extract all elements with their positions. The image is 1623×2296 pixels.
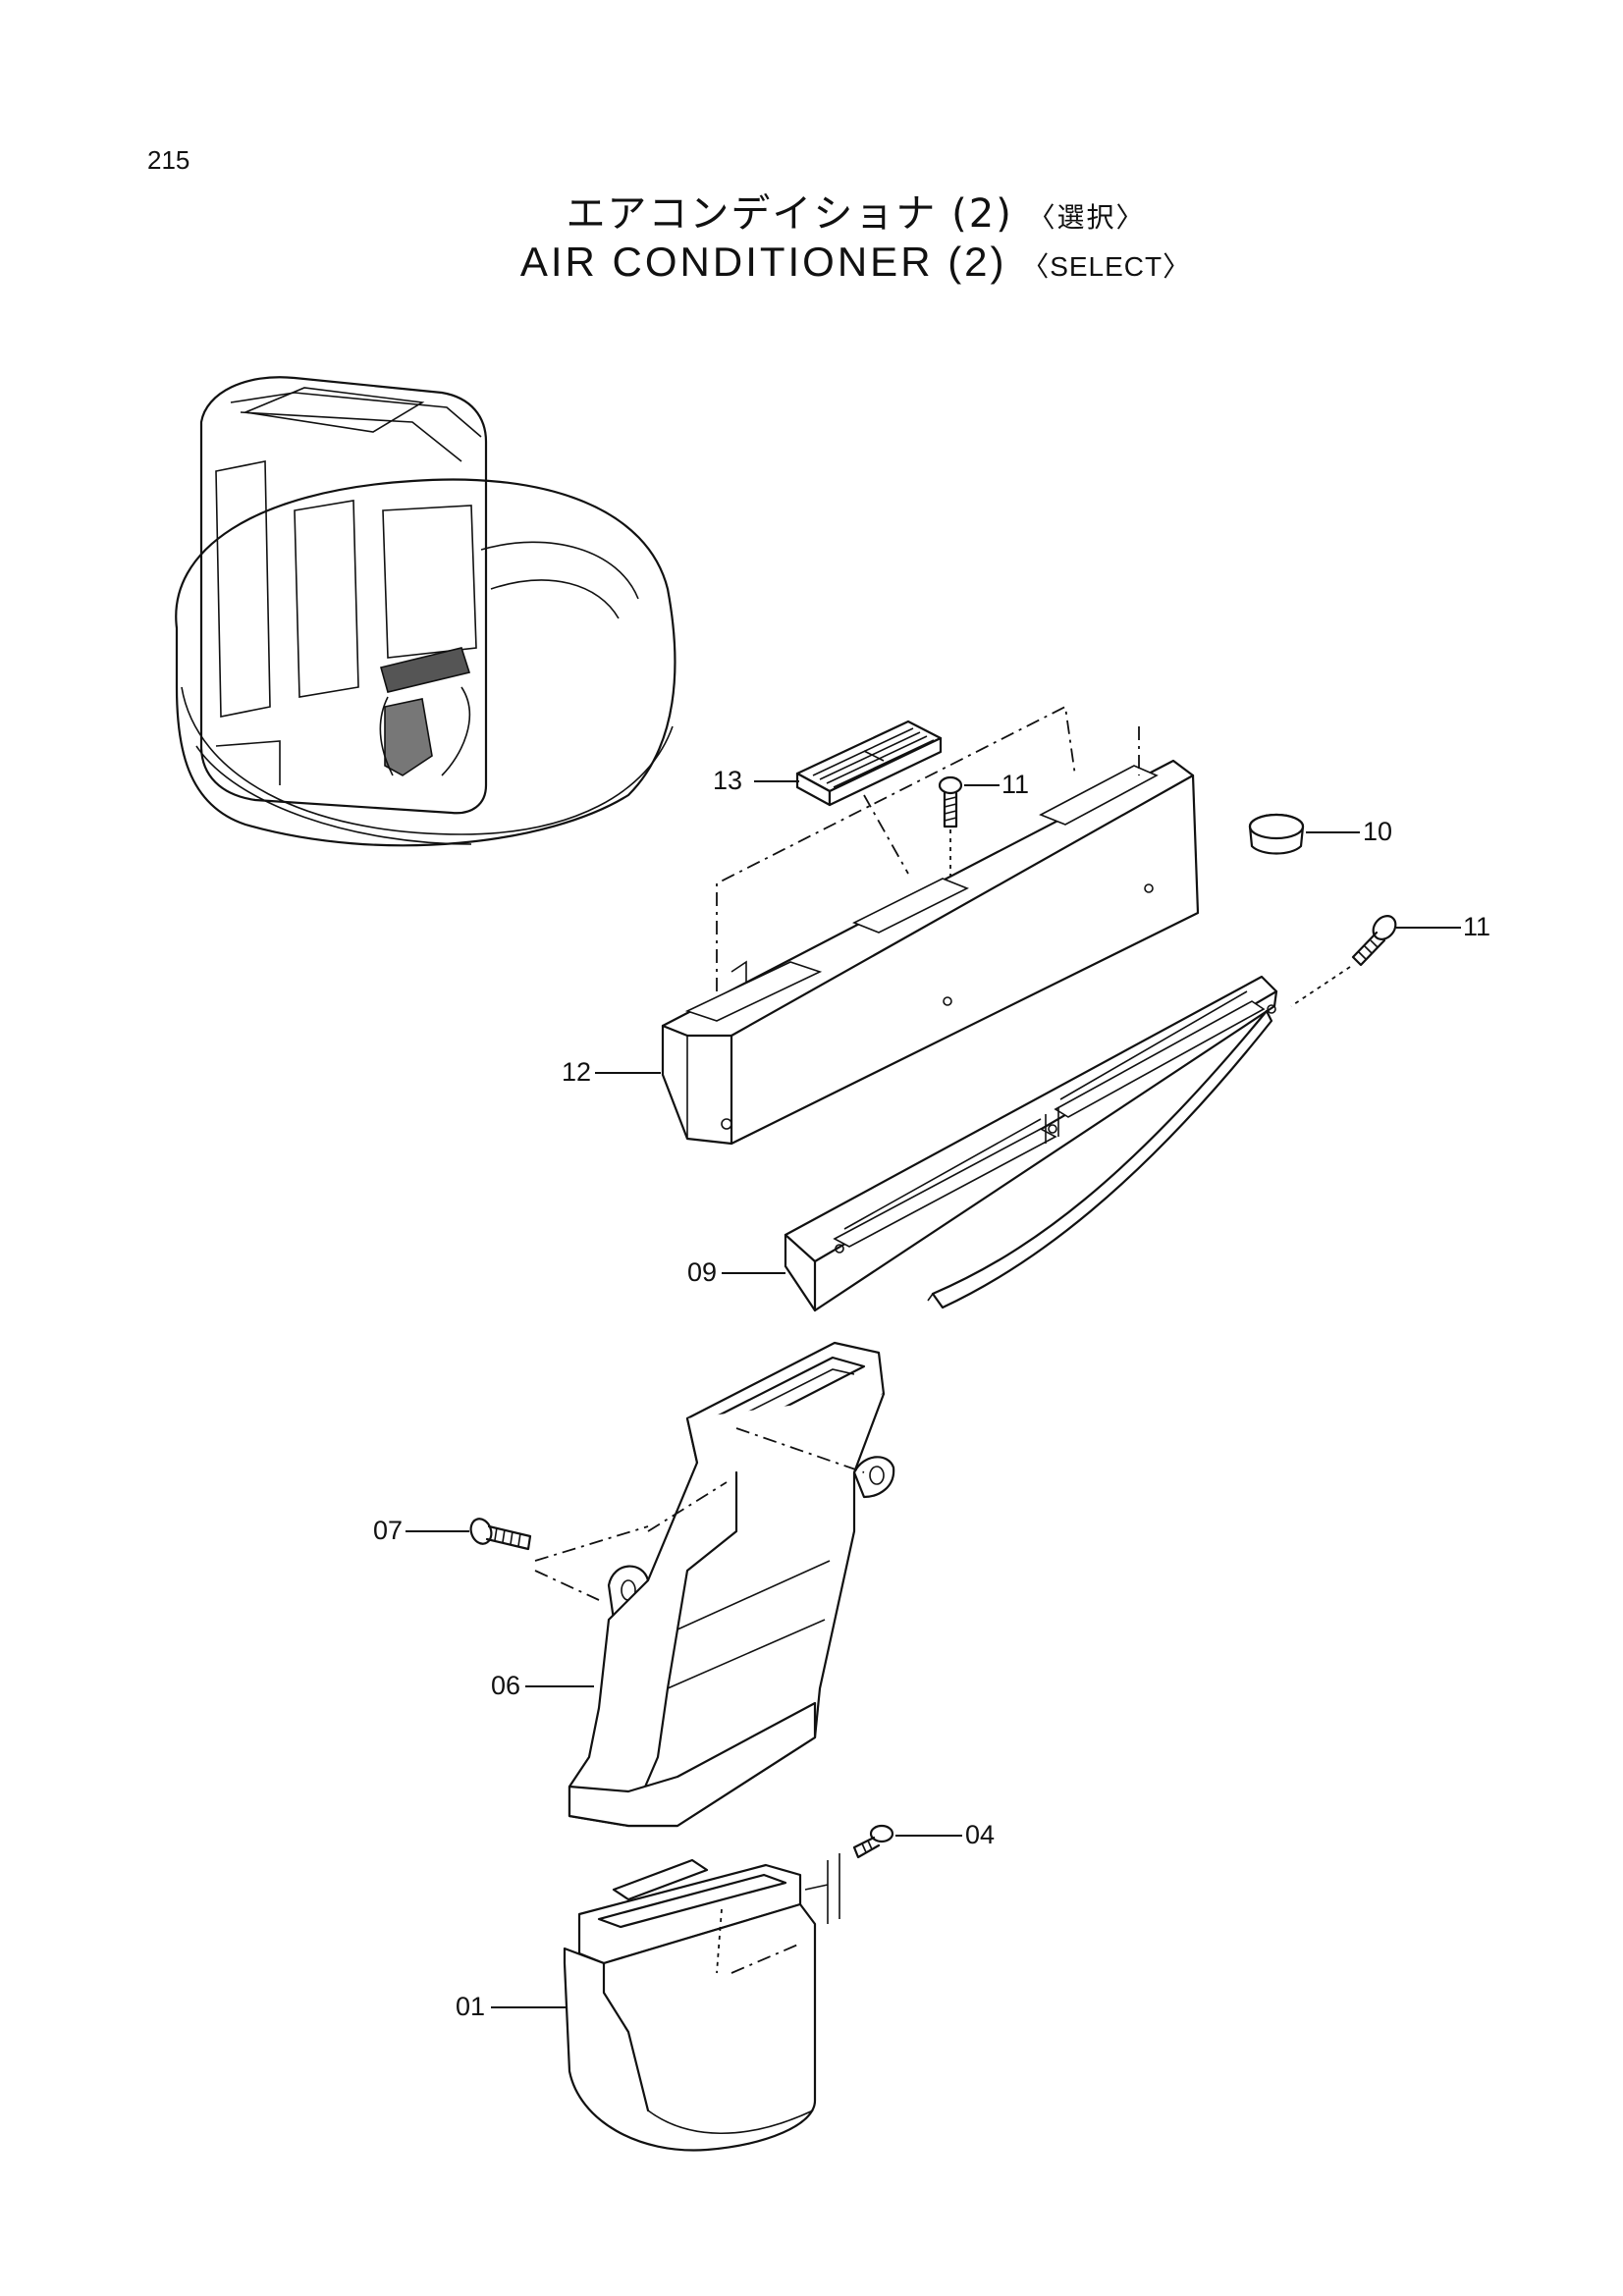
part-09-diffuser: [784, 975, 1278, 1312]
part-11-screw-side: [1290, 915, 1397, 1007]
callout-01: 01: [456, 1992, 486, 2021]
callout-04: 04: [965, 1820, 996, 1849]
title-japanese: エアコンデイショナ (2) 〈選択〉: [0, 182, 1623, 239]
part-01-lower-duct: [563, 1858, 817, 2152]
leader-lines: [406, 780, 1461, 2008]
title-english-main: AIR CONDITIONER (2): [519, 239, 1007, 285]
part-10-plug: [1248, 813, 1305, 855]
title-english: AIR CONDITIONER (2) 〈SELECT〉: [0, 239, 1623, 286]
part-12-duct-housing: [661, 705, 1200, 1146]
part-07-bolt: [469, 1518, 649, 1601]
part-13-grille: [795, 720, 943, 807]
callout-07: 07: [373, 1516, 404, 1545]
title-japanese-select: 〈選択〉: [1027, 201, 1146, 234]
title-english-select: 〈SELECT〉: [1021, 251, 1192, 282]
callout-13: 13: [713, 766, 743, 795]
callout-11-side: 11: [1463, 912, 1491, 941]
title-japanese-main: エアコンデイショナ (2): [566, 191, 1013, 237]
page-number: 215: [147, 145, 190, 175]
callout-10: 10: [1363, 817, 1393, 846]
part-04-screw: [804, 1824, 894, 1924]
callout-06: 06: [491, 1671, 521, 1700]
callout-11-upper: 11: [1001, 770, 1030, 799]
excavator-overview: [175, 376, 676, 847]
part-06-duct: [568, 1341, 895, 1828]
callout-12: 12: [562, 1057, 592, 1087]
callout-09: 09: [687, 1257, 718, 1287]
